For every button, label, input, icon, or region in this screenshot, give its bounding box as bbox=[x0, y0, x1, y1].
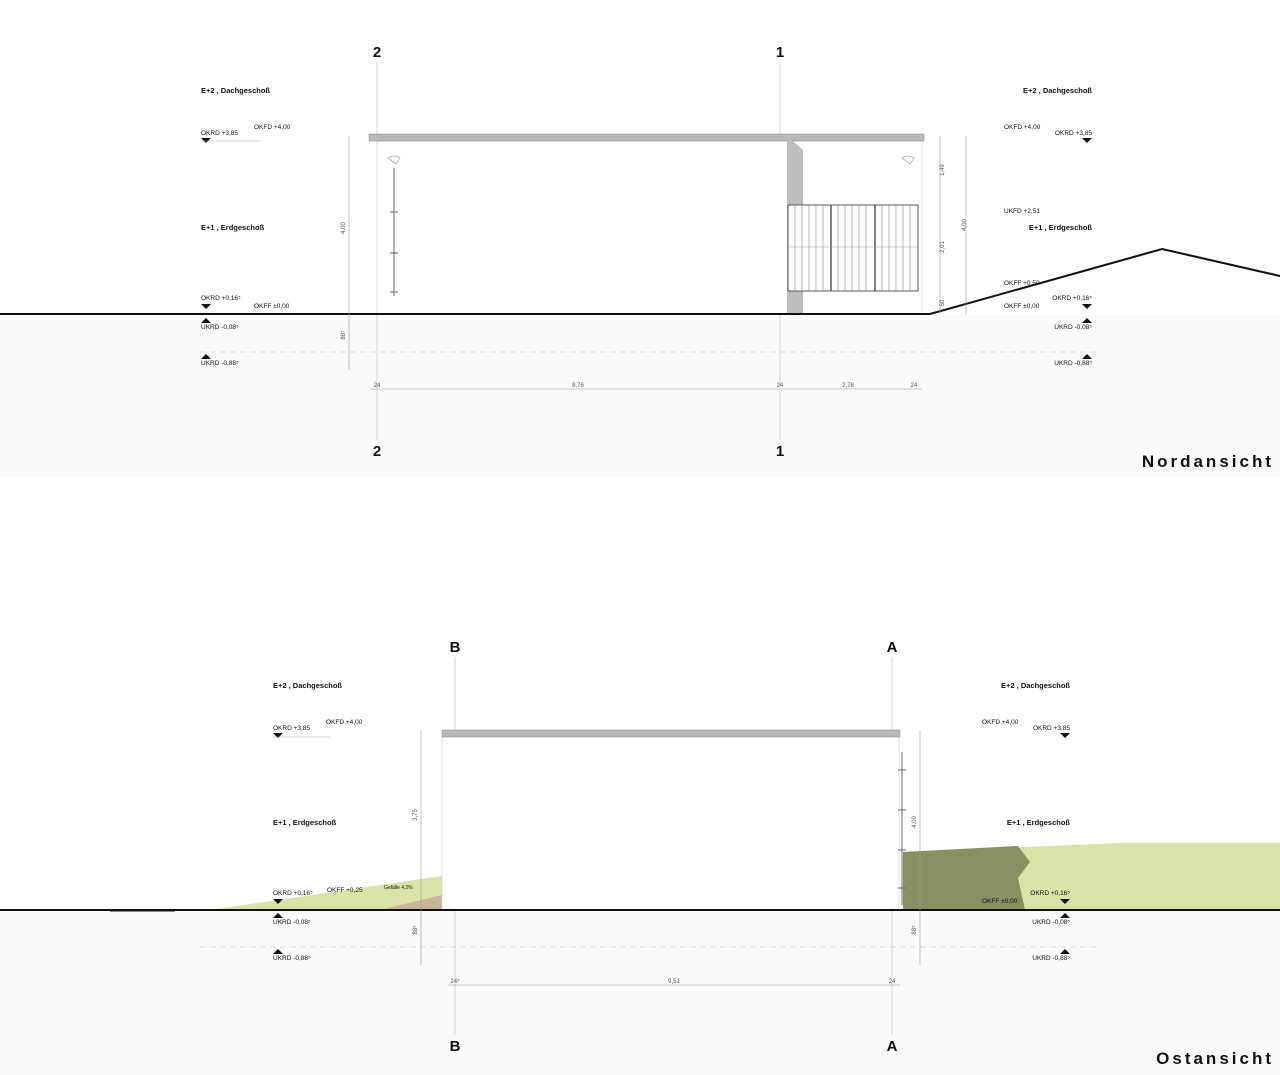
north-floor-label-left-eg: E+1 , Erdgeschoß bbox=[201, 223, 265, 232]
north-level-ukrd088-right: UKRD -0,88⁵ bbox=[1054, 360, 1092, 367]
north-level-marker bbox=[201, 318, 211, 323]
north-dim-h149: 1,49 bbox=[940, 164, 946, 176]
north-floor-label-right-eg: E+1 , Erdgeschoß bbox=[1029, 223, 1093, 232]
east-axis-label-B-bottom: B bbox=[450, 1038, 461, 1055]
east-level-okff025-left: OKFF +0,25 bbox=[327, 887, 363, 894]
north-level-marker bbox=[201, 304, 211, 309]
north-dim-h88-left: 88⁵ bbox=[340, 330, 347, 340]
east-terrain-left-brown bbox=[380, 895, 442, 910]
north-level-okff050-right: OKFF +0,50 bbox=[1004, 280, 1040, 287]
east-floor-label-left-dg: E+2 , Dachgeschoß bbox=[273, 681, 342, 690]
east-axis-label-A-top: A bbox=[887, 639, 898, 656]
north-dim-h201: 2,01 bbox=[940, 241, 946, 253]
east-dim-h375: 3,75 bbox=[413, 809, 419, 821]
east-level-okrd385-right: OKRD +3,85 bbox=[1033, 725, 1070, 732]
north-dim-876: 8,76 bbox=[572, 383, 584, 389]
east-view-title: Ostansicht bbox=[1156, 1049, 1274, 1068]
north-ground-line bbox=[0, 247, 1280, 315]
east-level-marker bbox=[1060, 913, 1070, 918]
north-level-ukfd251-right: UKFD +2,51 bbox=[1004, 208, 1040, 215]
north-level-okff000-left: OKFF ±0,00 bbox=[254, 303, 290, 310]
north-level-ukrd088-left: UKRD -0,88⁵ bbox=[201, 360, 239, 367]
east-level-marker bbox=[273, 949, 283, 954]
north-terrain-slope bbox=[922, 249, 1280, 314]
east-floor-label-left-eg: E+1 , Erdgeschoß bbox=[273, 818, 337, 827]
east-level-ukrd088-right: UKRD -0,88⁵ bbox=[1032, 955, 1070, 962]
north-level-okfd400-right: OKFD +4,00 bbox=[1004, 124, 1041, 131]
east-dim-24b: 24 bbox=[889, 979, 896, 985]
east-dim-24a: 24⁵ bbox=[450, 978, 460, 985]
east-level-marker bbox=[1060, 899, 1070, 904]
north-level-ukrd008-left: UKRD -0,08⁵ bbox=[201, 324, 239, 331]
north-floor-label-left-dg: E+2 , Dachgeschoß bbox=[201, 86, 270, 95]
east-level-okrd016-right: OKRD +0,16⁵ bbox=[1030, 890, 1070, 897]
east-level-ukrd008-left: UKRD -0,08⁵ bbox=[273, 919, 311, 926]
north-view-title: Nordansicht bbox=[1142, 452, 1274, 471]
east-level-okff000-right: OKFF ±0,00 bbox=[982, 898, 1018, 905]
north-level-marker bbox=[1082, 304, 1092, 309]
east-level-ukrd088-left: UKRD -0,88⁵ bbox=[273, 955, 311, 962]
north-dim-h50: 50 bbox=[940, 299, 946, 306]
north-axis-label-2-top: 2 bbox=[373, 44, 381, 61]
east-roof-slab bbox=[441, 729, 901, 738]
north-axis-label-1-top: 1 bbox=[776, 44, 784, 61]
north-level-okrd016-right: OKRD +0,16⁵ bbox=[1052, 295, 1092, 302]
north-level-okrd016-left: OKRD +0,16⁵ bbox=[201, 295, 241, 302]
east-terrain-left-green bbox=[210, 876, 442, 910]
east-elevation: B A B A 3,75 88⁵ 4,00 88⁵ 24⁵ 9,51 24 bbox=[0, 639, 1280, 1075]
north-right-lamp bbox=[901, 155, 915, 165]
east-level-okrd016-left: OKRD +0,16⁵ bbox=[273, 890, 313, 897]
east-slope-label: Gefälle 4,2% bbox=[384, 885, 413, 891]
north-dim-h400-right: 4,00 bbox=[962, 219, 968, 231]
north-gate bbox=[787, 204, 919, 292]
north-axis-label-2-bottom: 2 bbox=[373, 443, 381, 460]
north-level-marker bbox=[201, 354, 211, 359]
east-dim-951: 9,51 bbox=[668, 979, 680, 985]
east-level-okfd400-right: OKFD +4,00 bbox=[982, 719, 1019, 726]
east-below-ground-fill bbox=[0, 910, 1280, 1075]
east-level-okfd400-left: OKFD +4,00 bbox=[326, 719, 363, 726]
east-level-marker bbox=[273, 733, 283, 738]
north-level-marker bbox=[1082, 318, 1092, 323]
north-below-ground-fill bbox=[0, 314, 1280, 479]
east-terrain-right-dark bbox=[903, 846, 1030, 910]
east-axis-label-B-top: B bbox=[450, 639, 461, 656]
north-dim-24c: 24 bbox=[911, 383, 918, 389]
east-level-marker bbox=[1060, 733, 1070, 738]
north-dim-24b: 24 bbox=[777, 383, 784, 389]
east-building-body bbox=[441, 736, 900, 911]
north-level-okrd385-left: OKRD +3,85 bbox=[201, 130, 238, 137]
east-dim-h88-right: 88⁵ bbox=[911, 925, 918, 935]
north-level-okfd400-left: OKFD +4,00 bbox=[254, 124, 291, 131]
north-level-marker bbox=[201, 138, 211, 143]
north-level-ukrd008-right: UKRD -0,08⁵ bbox=[1054, 324, 1092, 331]
east-level-marker bbox=[273, 899, 283, 904]
north-axis-label-1-bottom: 1 bbox=[776, 443, 784, 460]
north-dim-24a: 24 bbox=[374, 383, 381, 389]
north-elevation: 2 1 2 1 bbox=[0, 44, 1280, 479]
north-level-marker bbox=[1082, 138, 1092, 143]
north-dim-278: 2,78 bbox=[842, 383, 854, 389]
east-floor-label-right-eg: E+1 , Erdgeschoß bbox=[1007, 818, 1071, 827]
north-floor-label-right-dg: E+2 , Dachgeschoß bbox=[1023, 86, 1092, 95]
north-dim-h400-left: 4,00 bbox=[341, 222, 347, 234]
north-roof-slab bbox=[368, 133, 925, 142]
east-level-marker bbox=[273, 913, 283, 918]
east-level-marker bbox=[1060, 949, 1070, 954]
east-dim-h400: 4,00 bbox=[912, 816, 918, 828]
east-level-ukrd008-right: UKRD -0,08⁵ bbox=[1032, 919, 1070, 926]
north-level-marker bbox=[1082, 354, 1092, 359]
east-axis-label-A-bottom: A bbox=[887, 1038, 898, 1055]
north-left-lamp bbox=[387, 155, 401, 165]
east-dim-h88-left: 88⁵ bbox=[412, 925, 419, 935]
east-floor-label-right-dg: E+2 , Dachgeschoß bbox=[1001, 681, 1070, 690]
north-level-okrd385-right: OKRD +3,85 bbox=[1055, 130, 1092, 137]
north-level-okff000-right: OKFF ±0,00 bbox=[1004, 303, 1040, 310]
east-level-okrd385-left: OKRD +3,85 bbox=[273, 725, 310, 732]
